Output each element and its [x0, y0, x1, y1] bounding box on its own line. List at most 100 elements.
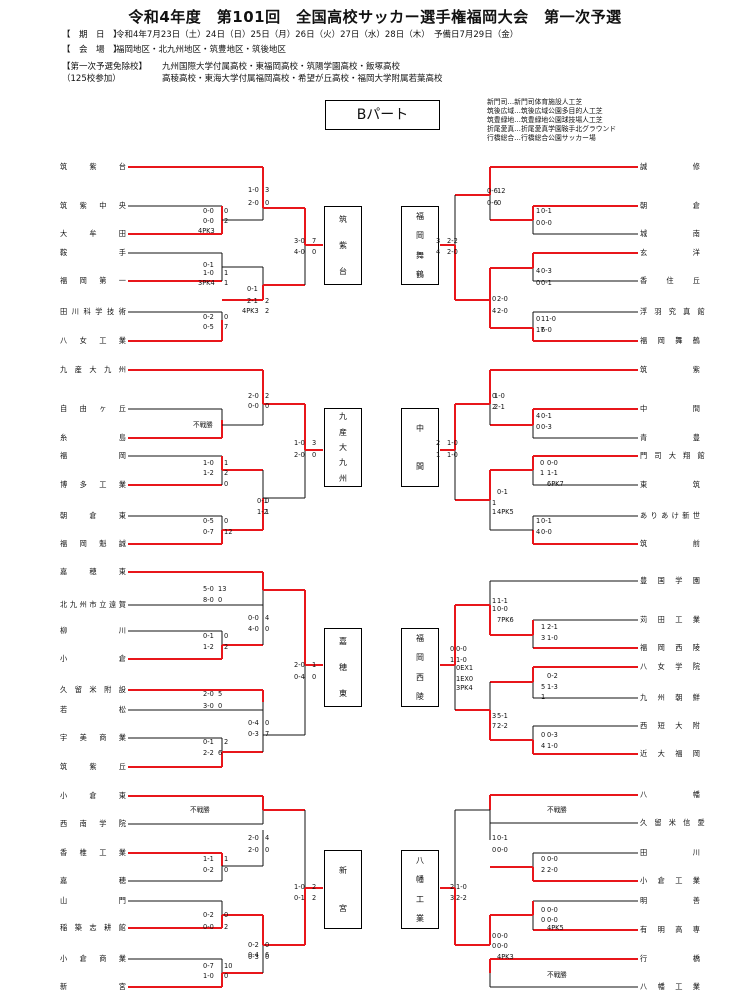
right-team-name: 行 橋	[640, 954, 700, 963]
score-label: 0	[497, 199, 502, 207]
right-team-name: 福 岡 舞 鶴	[640, 336, 700, 345]
info-value: 令和4年7月23日（土）24日（日）25日（月）26日（火）27日（水）28日（…	[116, 30, 519, 40]
score-label: 4	[265, 614, 270, 622]
left-team-name: 小 倉 商 業	[60, 954, 126, 963]
score-label: 0	[224, 517, 229, 525]
score-label: 1	[492, 834, 497, 842]
score-label: 0	[536, 423, 541, 431]
page-title: 令和4年度 第101回 全国高校サッカー選手権福岡大会 第一次予選	[128, 8, 622, 26]
winner-char: 産	[339, 427, 347, 437]
left-team-name: 北九州市立遠賀	[60, 600, 126, 609]
score-label: 0-3	[248, 953, 259, 961]
winner-char: 福	[416, 634, 424, 644]
score-label: 1	[224, 459, 229, 467]
left-team-name: 久留米附設	[60, 685, 126, 694]
score-label: 3	[436, 237, 441, 245]
right-team-name: 八 幡 工 業	[640, 982, 700, 991]
score-label: 2	[312, 894, 317, 902]
winner-char: 鶴	[416, 269, 424, 279]
score-label: 2-0	[497, 307, 508, 315]
info-row: 【第一次予選免除校】九州国際大学付属高校・東福岡高校・筑陽学園高校・飯塚高校	[62, 62, 400, 73]
winner-char: 紫	[339, 240, 347, 250]
score-label: 0-4	[248, 719, 259, 727]
score-label: 0	[492, 392, 497, 400]
score-label: 0-3	[541, 267, 552, 275]
score-label: 3-0	[203, 702, 214, 710]
score-label: 0	[265, 199, 270, 207]
venue-legend: 新門司…新門司体育施設人工芝筑後広域…筑後広域公園多目的人工芝筑豊緑地…筑豊緑地…	[487, 98, 616, 143]
score-label: 1	[492, 605, 497, 613]
right-team-name: 苅 田 工 業	[640, 615, 700, 624]
score-label: 0-0	[203, 923, 214, 931]
winner-char: 宮	[339, 904, 347, 914]
score-label: 2	[224, 643, 229, 651]
left-team-name: 糸 島	[60, 433, 126, 442]
left-team-name: 若 松	[60, 705, 126, 714]
score-label: 0	[540, 459, 545, 467]
info-value: 九州国際大学付属高校・東福岡高校・筑陽学園高校・飯塚高校	[162, 62, 401, 72]
score-label: 5	[218, 690, 223, 698]
score-label: 1	[224, 855, 229, 863]
left-team-name: 八 女 工 業	[60, 336, 126, 345]
score-label: 1-2	[203, 469, 214, 477]
score-label: 0-0	[497, 605, 508, 613]
score-label: 1	[312, 661, 317, 669]
score-label: 0	[492, 846, 497, 854]
score-label: 0-5	[203, 323, 214, 331]
right-team-name: 明 善	[640, 896, 700, 905]
score-label: 0	[536, 315, 541, 323]
part-label: Bパート	[325, 100, 440, 130]
score-label: 0-0	[248, 614, 259, 622]
score-label: 4	[536, 528, 541, 536]
score-label: 0	[218, 702, 223, 710]
score-label: 2-2	[497, 722, 508, 730]
score-label: 12	[224, 528, 233, 536]
score-label: 6PK7	[547, 480, 564, 488]
winner-char: 台	[339, 266, 347, 276]
left-team-name: 山 門	[60, 896, 126, 905]
score-label: 0-1	[247, 285, 258, 293]
score-label: 0	[492, 295, 497, 303]
score-label: 17	[536, 326, 545, 334]
score-label: 1-0	[547, 742, 558, 750]
winner-char: 陵	[416, 691, 424, 701]
left-team-name: 自 由 ヶ 丘	[60, 404, 126, 413]
score-label: 0	[536, 219, 541, 227]
score-label: 5-1	[497, 712, 508, 720]
right-team-name: 玄 洋	[640, 248, 700, 257]
score-label: 0	[224, 632, 229, 640]
left-team-name: 福 岡 魁 誠	[60, 539, 126, 548]
score-label: 0	[224, 911, 229, 919]
left-team-name: 宇 美 商 業	[60, 733, 126, 742]
left-team-name: 柳 川	[60, 626, 126, 635]
info-row: （125校参加）高稜高校・東海大学付属福岡高校・希望が丘高校・福岡大学附属若葉高…	[62, 74, 443, 85]
left-team-name: 香 椎 工 業	[60, 848, 126, 857]
block-winner-box-right: 福岡西陵	[401, 628, 439, 707]
score-label: 0	[224, 480, 229, 488]
score-label: 0	[224, 972, 229, 980]
score-label: 0	[265, 941, 270, 949]
right-team-name: 門 司 大 翔 館	[640, 451, 705, 460]
score-label: 0-3	[541, 423, 552, 431]
winner-char: 嘉	[339, 637, 347, 647]
score-label: 2	[541, 866, 546, 874]
score-label: 2	[265, 307, 270, 315]
score-label: 2-0	[294, 451, 305, 459]
score-label: 4PK5	[547, 924, 564, 932]
score-label: 2-2	[203, 749, 214, 757]
right-team-name: 筑 紫	[640, 365, 700, 374]
info-value: 福岡地区・北九州地区・筑豊地区・筑後地区	[116, 45, 287, 55]
score-label: 1-2	[203, 643, 214, 651]
left-team-name: 新 宮	[60, 982, 126, 991]
score-label: 1-0	[456, 883, 467, 891]
score-label: 2	[492, 403, 497, 411]
score-label: 2-0	[547, 866, 558, 874]
score-label: 2-0	[248, 834, 259, 842]
score-label: 0-0	[547, 459, 558, 467]
block-winner-box-left: 新宮	[324, 850, 362, 929]
score-label: 2-0	[248, 199, 259, 207]
score-label: 4	[536, 267, 541, 275]
score-label: 7	[224, 323, 229, 331]
score-label: 0-2	[203, 866, 214, 874]
winner-char: 九	[339, 412, 347, 422]
